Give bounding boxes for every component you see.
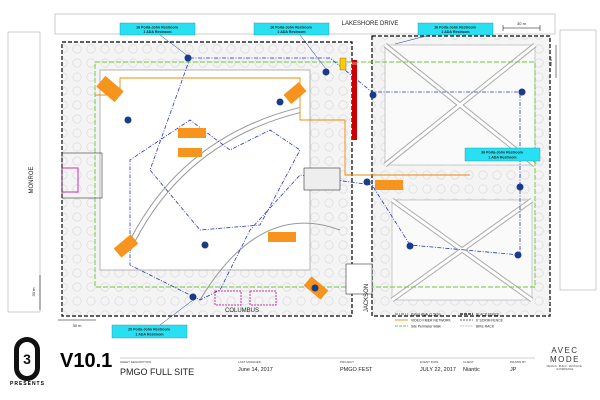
dimension-bottom-left-label: 30 m xyxy=(73,323,83,328)
callout-1-line2: 1 ADA Restroom xyxy=(143,30,171,34)
street-monroe: MONROE xyxy=(29,167,35,194)
callout-2-line2: 1 ADA Restroom xyxy=(277,30,305,34)
callout-1 xyxy=(119,22,196,57)
callout-2 xyxy=(253,22,330,70)
patrol-marker-icon xyxy=(124,54,526,301)
legend-label-3: Site Perimeter Walk xyxy=(411,325,441,329)
callout-2-line1: 16 Porta-John Restroom xyxy=(270,26,312,30)
brand-line-1: AVEC xyxy=(551,346,579,355)
svg-text:16 Porta-John Restroom 1 A: 16 Porta-John Restroom 1 ADA Restroom xyxy=(136,26,179,35)
dimension-top-right-label: 30 m xyxy=(517,21,527,26)
svg-text:20 Porta-John Restroom 1 A: 20 Porta-John Restroom 1 ADA Restroom xyxy=(128,328,171,337)
field-label: PROJECT xyxy=(340,360,355,364)
street-jackson: JACKSON xyxy=(364,284,370,312)
restroom-bank xyxy=(352,60,357,140)
portal xyxy=(345,263,373,295)
field-label: LAST MODIFIED xyxy=(238,360,261,364)
callout-4-line1: 36 Porta-John Restroom xyxy=(481,151,523,155)
callout-5-line2: 1 ADA Restroom xyxy=(135,333,163,337)
callout-4-line2: 1 ADA Restroom xyxy=(488,156,516,160)
field-drawn-by: DRAWN BY JP xyxy=(510,360,526,373)
field-sheet-description: SHEET DESCRIPTION PMGO FULL SITE xyxy=(120,360,194,377)
field-event-date: EVENT DATE JULY 22, 2017 xyxy=(420,360,456,373)
dimension-right-label: 30 m xyxy=(548,57,553,67)
street-block-right xyxy=(559,29,597,291)
field-label: SHEET DESCRIPTION xyxy=(120,360,152,364)
callout-3-line1: 16 Porta-John Restroom xyxy=(434,26,476,30)
version-label: V10.1 xyxy=(60,350,113,372)
field-label: CLIENT xyxy=(463,360,474,364)
street-block-left xyxy=(7,31,41,313)
field-value: PMGO FULL SITE xyxy=(120,367,195,377)
svg-text:16 Porta-John Restroom 1 A: 16 Porta-John Restroom 1 ADA Restroom xyxy=(434,26,477,35)
field-project: PROJECT PMGO FEST xyxy=(340,360,372,373)
medical-tent xyxy=(61,152,103,199)
callout-5-line1: 20 Porta-John Restroom xyxy=(128,328,170,332)
amphitheater-arc xyxy=(199,222,341,301)
dimension-left-label: 30 m xyxy=(31,287,36,297)
legend-label-2: VIDEO FIBER NETWORK xyxy=(411,319,451,323)
fountain xyxy=(303,167,341,191)
field-value: JP xyxy=(510,367,517,373)
field-client: CLIENT Niantic xyxy=(463,360,480,373)
patrol-walk xyxy=(129,57,521,301)
street-lakeshore: LAKESHORE DRIVE xyxy=(342,21,399,27)
presents-label: PRESENTS xyxy=(10,381,45,387)
field-value: PMGO FEST xyxy=(340,367,373,373)
legend xyxy=(395,313,473,327)
field-value: Niantic xyxy=(463,367,480,373)
c3-logo: 3 xyxy=(14,337,40,381)
callout-4 xyxy=(464,147,541,162)
svg-text:3: 3 xyxy=(23,351,31,367)
brand-tagline: DESIGN · BUILD · PRODUCE · EXPERIENCE xyxy=(546,365,584,371)
legend-label-1: Patrol Walk (1.5km) xyxy=(411,313,441,317)
field-value: JULY 22, 2017 xyxy=(420,367,456,373)
field-last-modified: LAST MODIFIED June 14, 2017 xyxy=(238,360,273,373)
field-label: DRAWN BY xyxy=(510,360,527,364)
ada-block xyxy=(339,57,347,71)
street-columbus: COLUMBUS xyxy=(225,308,259,314)
legend-label-4: BLACK FENCE xyxy=(476,313,500,317)
dimension-top-right xyxy=(502,25,541,31)
callout-3-line2: 1 ADA Restroom xyxy=(441,30,469,34)
brand-line-2: MODE xyxy=(550,355,580,364)
field-label: EVENT DATE xyxy=(420,360,439,364)
legend-label-5: 6' SCRIM FENCE xyxy=(476,319,504,323)
legend-label-6: BIKE RACK xyxy=(476,325,495,329)
callout-1-line1: 16 Porta-John Restroom xyxy=(136,26,178,30)
avec-mode-logo: AVEC MODE DESIGN · BUILD · PRODUCE · EXP… xyxy=(540,346,590,371)
field-value: June 14, 2017 xyxy=(238,367,273,373)
callout-3 xyxy=(394,22,494,45)
callout-5 xyxy=(111,299,194,339)
svg-text:36 Porta-John Restroom 1 A: 36 Porta-John Restroom 1 ADA Restroom xyxy=(481,151,524,160)
svg-text:16 Porta-John Restroom 1 A: 16 Porta-John Restroom 1 ADA Restroom xyxy=(270,26,313,35)
